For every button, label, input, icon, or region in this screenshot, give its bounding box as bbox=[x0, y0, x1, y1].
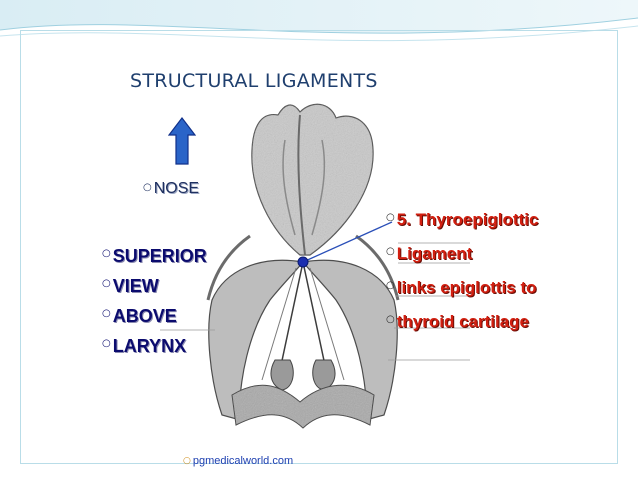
direction-label: ○NOSE bbox=[143, 180, 199, 198]
footer-source: ○pgmedicalworld.com bbox=[183, 455, 293, 467]
view-label-list: ○SUPERIOR ○VIEW ○ABOVE ○LARYNX bbox=[102, 246, 207, 366]
ring-bullet-icon: ○ bbox=[386, 314, 395, 325]
list-item: ○5. Thyroepiglottic bbox=[386, 210, 538, 244]
epiglottis bbox=[252, 104, 373, 255]
list-item-text: ABOVE bbox=[113, 306, 177, 326]
list-item-text: VIEW bbox=[113, 276, 159, 296]
list-item: ○ABOVE bbox=[102, 306, 207, 336]
ligament-description-list: ○5. Thyroepiglottic ○Ligament ○links epi… bbox=[386, 210, 538, 346]
ring-bullet-icon: ○ bbox=[143, 182, 152, 193]
footer-link[interactable]: pgmedicalworld.com bbox=[193, 455, 293, 467]
ring-bullet-icon: ○ bbox=[102, 278, 111, 289]
list-item: ○SUPERIOR bbox=[102, 246, 207, 276]
ring-bullet-icon: ○ bbox=[386, 246, 395, 257]
list-item-text: LARYNX bbox=[113, 336, 186, 356]
up-arrow-icon bbox=[168, 117, 196, 165]
ring-bullet-icon: ○ bbox=[102, 338, 111, 349]
ring-bullet-icon: ○ bbox=[386, 212, 395, 223]
list-item: ○VIEW bbox=[102, 276, 207, 306]
ring-bullet-icon: ○ bbox=[102, 248, 111, 259]
ring-bullet-icon: ○ bbox=[183, 456, 191, 466]
list-item: ○LARYNX bbox=[102, 336, 207, 366]
list-item-text: 5. Thyroepiglottic bbox=[397, 210, 539, 229]
list-item-text: links epiglottis to bbox=[397, 278, 537, 297]
list-item-text: SUPERIOR bbox=[113, 246, 207, 266]
list-item: ○Ligament bbox=[386, 244, 538, 278]
direction-label-text: NOSE bbox=[154, 180, 199, 197]
pointer-dot-icon bbox=[298, 257, 308, 267]
ring-bullet-icon: ○ bbox=[386, 280, 395, 291]
list-item-text: thyroid cartilage bbox=[397, 312, 529, 331]
list-item-text: Ligament bbox=[397, 244, 473, 263]
list-item: ○thyroid cartilage bbox=[386, 312, 538, 346]
list-item: ○links epiglottis to bbox=[386, 278, 538, 312]
page-title: STRUCTURAL LIGAMENTS bbox=[130, 70, 378, 92]
ring-bullet-icon: ○ bbox=[102, 308, 111, 319]
